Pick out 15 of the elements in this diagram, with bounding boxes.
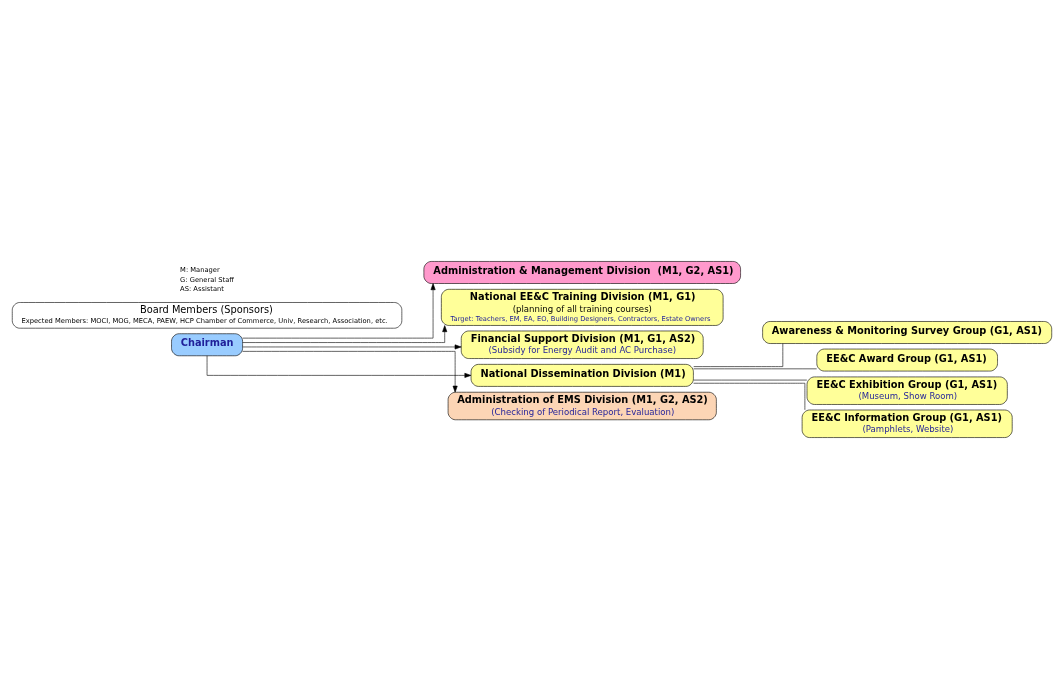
- connector: [693, 342, 784, 367]
- node-box: National Dissemination Division (M1): [470, 363, 694, 387]
- arrow: [206, 355, 472, 378]
- node-box: Administration of EMS Division (M1, G2, AS2) (Checking of Periodical Report, Evaluation): [447, 391, 717, 420]
- node-box: EE&C Exhibition Group (G1, AS1) (Museum, Show Room): [806, 376, 1008, 405]
- node-box: Financial Support Division (M1, G1, AS2) (Subsidy for Energy Audit and AC Purchase): [460, 330, 704, 359]
- arrow: [242, 350, 458, 393]
- arrow: [242, 324, 448, 343]
- node-box: Administration & Management Division (M1, G2, AS1): [423, 260, 741, 284]
- node-box: EE&C Information Group (G1, AS1) (Pamphlets, Website): [801, 409, 1013, 438]
- node-box: EE&C Award Group (G1, AS1): [816, 348, 998, 371]
- arrow: [242, 344, 462, 349]
- node-box: Chairman: [171, 332, 243, 356]
- node-box: Awareness & Monitoring Survey Group (G1, AS1): [762, 320, 1053, 344]
- arrow: [242, 282, 436, 338]
